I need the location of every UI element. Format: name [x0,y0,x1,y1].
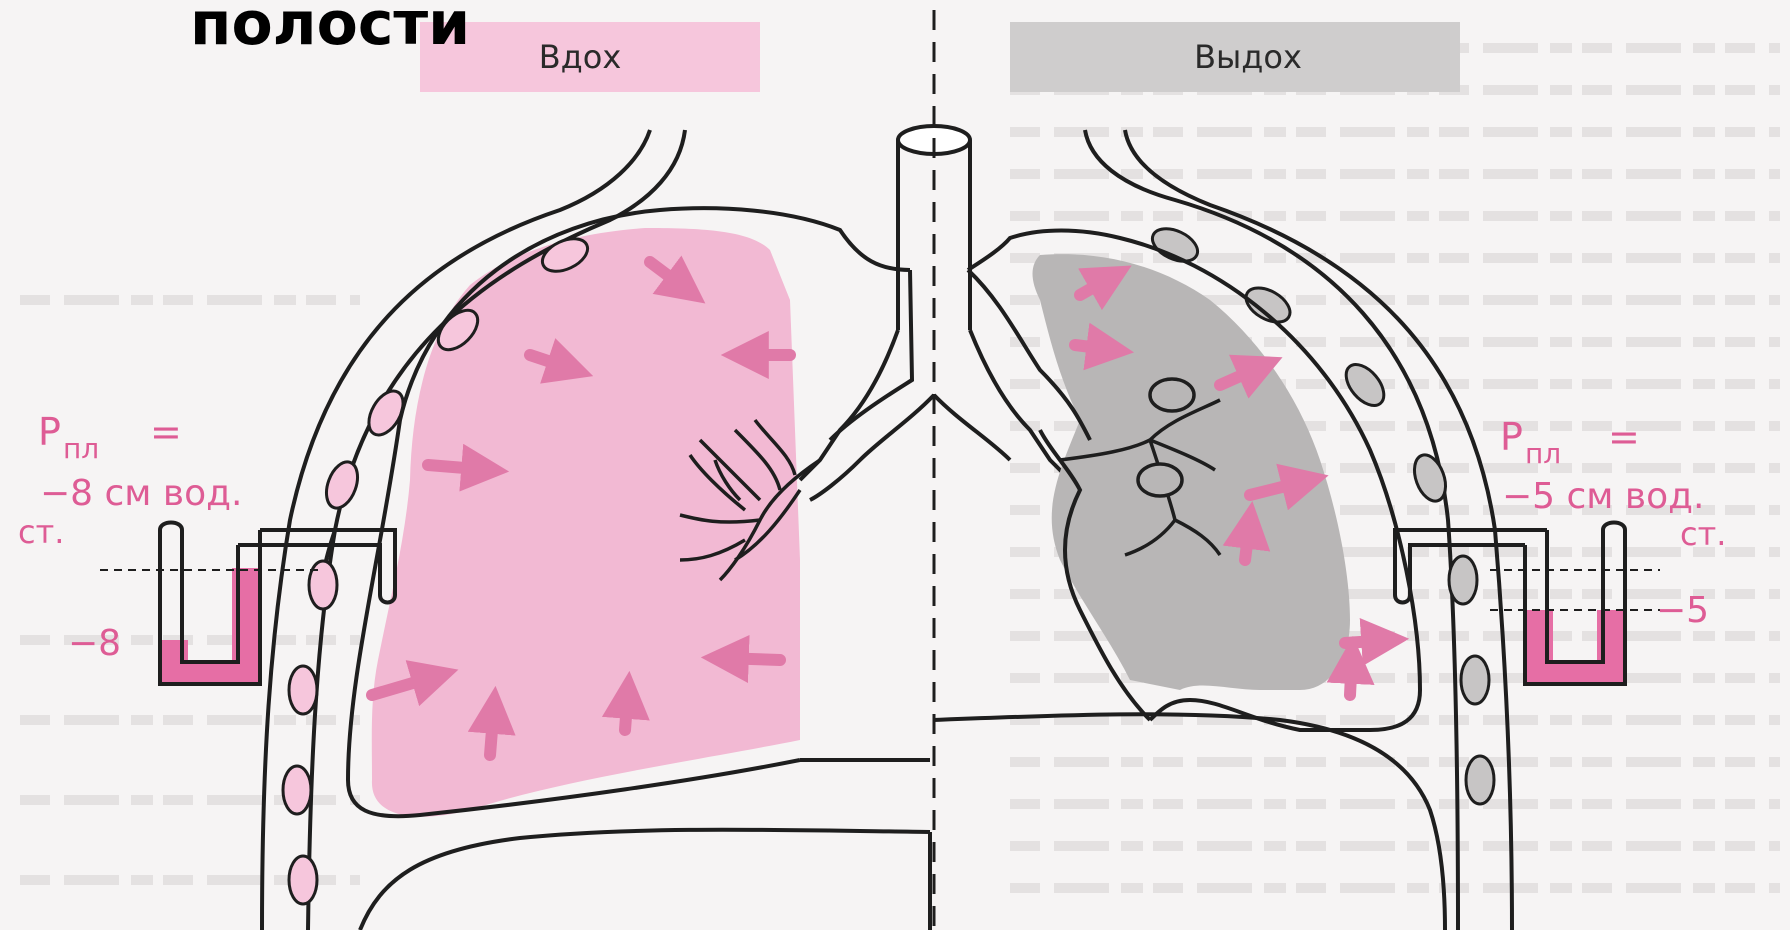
exhale-pressure-equals: = [1608,415,1640,459]
exhale-manometer [1395,523,1660,685]
exhale-manometer-reading: −5 [1656,590,1709,631]
exhale-pressure-symbol: P [1500,415,1523,459]
exhale-pressure-value: −5 см вод. [1502,476,1704,517]
inhale-manometer-reading: −8 [68,623,121,664]
inhale-label: Вдох [539,38,622,76]
inhale-pressure-value: −8 см вод. [40,473,242,514]
exhale-diaphragm [934,714,1445,930]
exhale-lung-fill [1033,254,1351,690]
inhale-pressure-unit-line2: ст. [18,513,64,551]
inhale-pressure-equals: = [150,410,182,454]
inhale-pressure-symbol: P [38,410,61,454]
exhale-pressure-subscript: пл [1525,437,1561,470]
inhale-manometer [100,523,395,685]
exhale-label: Выдох [1194,38,1302,76]
slide-title-fragment: полости [190,0,470,59]
inhale-pressure-subscript: пл [63,432,99,465]
exhale-pressure-unit-line2: ст. [1680,515,1726,553]
